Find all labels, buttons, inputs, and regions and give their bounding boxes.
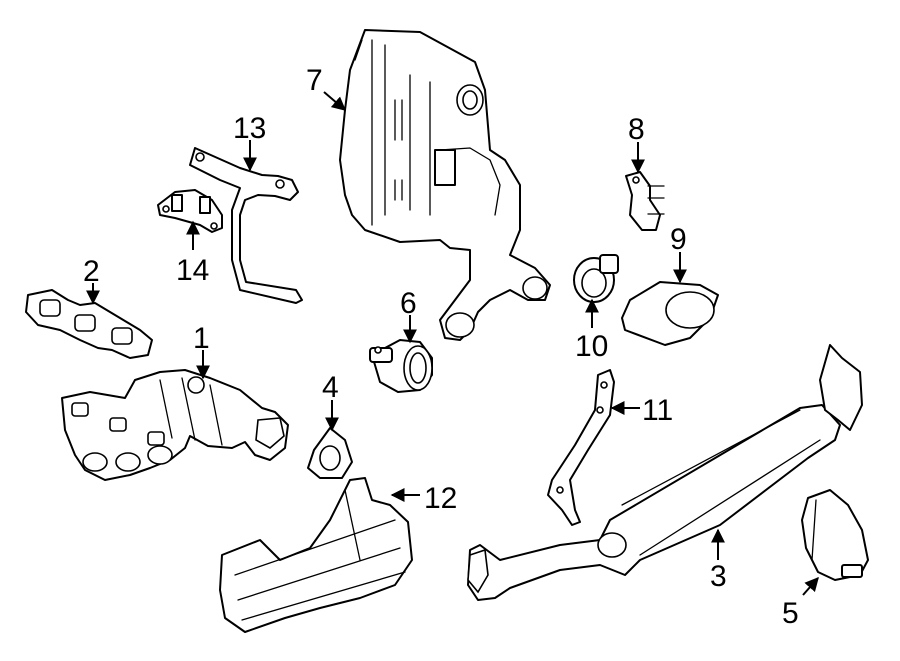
callout-11-label: 11 [642,394,673,427]
callout-4-label: 4 [322,371,339,404]
callout-2-label: 2 [83,255,100,288]
callout-3-label: 3 [710,560,727,593]
callout-7-label: 7 [306,64,323,97]
part-5-heat-shield [801,489,869,581]
part-2-gasket [25,289,153,359]
part-9-tip [621,281,719,346]
callout-5-label: 5 [782,597,799,630]
callout-5-arrow [802,576,819,596]
part-7-muffler [339,29,551,341]
callout-6-label: 6 [400,287,417,320]
part-10-clamp [573,254,619,303]
callout-10-label: 10 [575,330,608,363]
callout-arrows [86,91,819,596]
callout-13-label: 13 [233,112,266,145]
part-8-bracket [625,171,665,231]
part-11-bracket [547,369,615,526]
callout-14-label: 14 [176,254,209,287]
part-6-clamp [369,339,433,393]
callout-12-label: 12 [424,482,457,515]
part-4-gasket [307,427,353,479]
callout-1-label: 1 [193,322,210,355]
part-12-heat-shield [219,477,413,633]
part-13-hanger [189,147,303,304]
callout-labels: 1 2 3 4 5 6 7 8 9 10 11 12 13 14 [83,64,799,630]
part-14-bracket [157,189,223,233]
part-3-muffler-pipe [467,344,863,601]
callout-9-label: 9 [670,223,687,256]
part-1-manifold-converter [61,369,289,481]
callout-8-label: 8 [628,113,645,146]
callout-7-arrow [323,91,347,111]
